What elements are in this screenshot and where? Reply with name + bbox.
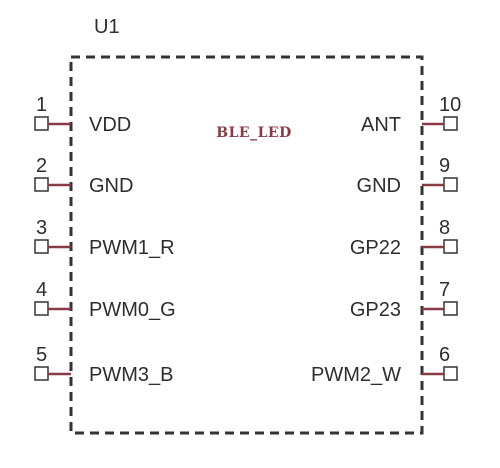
pin-name-9: GND (357, 175, 401, 197)
pin-name-8: GP22 (350, 237, 401, 259)
pin-7-terminal (443, 301, 458, 316)
pin-number-1: 1 (36, 94, 47, 116)
pin-6-terminal (443, 366, 458, 381)
pin-name-1: VDD (89, 114, 131, 136)
pin-name-3: PWM1_R (89, 237, 175, 259)
pin-5-terminal (34, 366, 49, 381)
pin-number-8: 8 (439, 217, 450, 239)
pin-name-7: GP23 (350, 299, 401, 321)
pin-number-2: 2 (36, 155, 47, 177)
pin-4-terminal (34, 301, 49, 316)
pin-9-terminal (443, 177, 458, 192)
pin-name-6: PWM2_W (311, 364, 401, 386)
part-name: BLE_LED (216, 125, 292, 141)
pin-name-10: ANT (361, 114, 401, 136)
pin-number-10: 10 (439, 94, 461, 116)
pin-number-9: 9 (439, 155, 450, 177)
pin-number-7: 7 (439, 279, 450, 301)
component-outline (69, 55, 424, 435)
pin-name-5: PWM3_B (89, 364, 173, 386)
pin-number-5: 5 (36, 344, 47, 366)
pin-number-4: 4 (36, 279, 47, 301)
reference-designator: U1 (94, 16, 120, 38)
pin-name-2: GND (89, 175, 133, 197)
pin-2-terminal (34, 177, 49, 192)
pin-number-3: 3 (36, 217, 47, 239)
pin-8-terminal (443, 239, 458, 254)
pin-3-terminal (34, 239, 49, 254)
pin-name-4: PWM0_G (89, 299, 176, 321)
pin-10-terminal (443, 116, 458, 131)
pin-1-terminal (34, 116, 49, 131)
pin-number-6: 6 (439, 344, 450, 366)
